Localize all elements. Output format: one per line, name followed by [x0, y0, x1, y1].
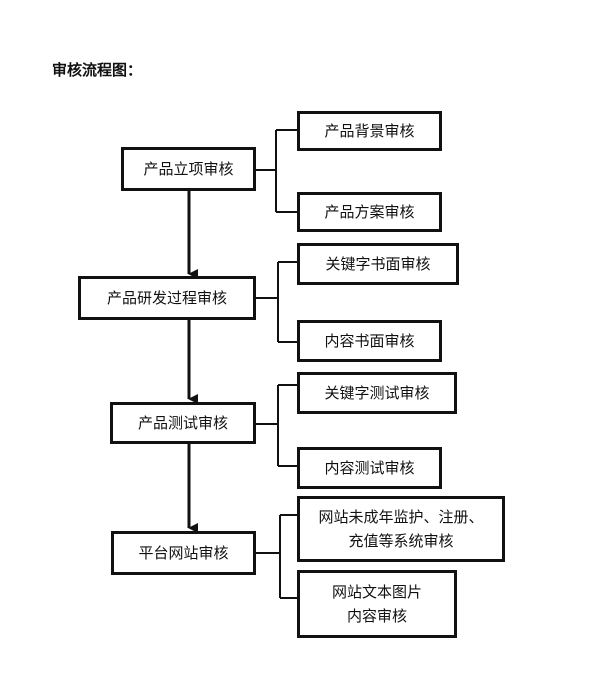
stage-box-1: 产品立项审核 — [121, 147, 256, 191]
branch-stage3 — [256, 384, 298, 467]
child-box-4b: 网站文本图片 内容审核 — [297, 570, 457, 638]
child-label: 产品背景审核 — [324, 122, 415, 140]
child-label: 内容测试审核 — [324, 459, 415, 477]
child-label: 内容书面审核 — [324, 332, 415, 350]
child-label-line1: 网站文本图片 — [331, 583, 422, 601]
stage-label: 产品测试审核 — [137, 414, 228, 432]
stage-label: 产品立项审核 — [143, 160, 234, 178]
child-label-line2: 充值等系统审核 — [348, 532, 454, 550]
child-box-2a: 关键字书面审核 — [297, 243, 459, 285]
stage-label: 平台网站审核 — [138, 544, 229, 562]
child-label-line1: 网站未成年监护、注册、 — [318, 508, 484, 526]
child-box-1b: 产品方案审核 — [297, 192, 442, 232]
child-label: 关键字测试审核 — [324, 384, 430, 402]
child-label: 关键字书面审核 — [325, 255, 431, 273]
child-box-3a: 关键字测试审核 — [297, 372, 457, 414]
branch-stage4 — [256, 514, 298, 599]
stage-box-2: 产品研发过程审核 — [78, 276, 256, 320]
child-box-4a: 网站未成年监护、注册、 充值等系统审核 — [297, 496, 505, 562]
stage-box-4: 平台网站审核 — [111, 531, 256, 575]
branch-stage1 — [256, 129, 298, 213]
child-box-1a: 产品背景审核 — [297, 111, 442, 151]
stage-label: 产品研发过程审核 — [106, 289, 227, 307]
child-box-3b: 内容测试审核 — [297, 447, 442, 489]
branch-stage2 — [256, 261, 298, 343]
diagram-title: 审核流程图： — [52, 61, 143, 79]
child-label-line2: 内容审核 — [346, 607, 407, 625]
child-label: 产品方案审核 — [324, 203, 415, 221]
stage-box-3: 产品测试审核 — [110, 402, 256, 444]
child-box-2b: 内容书面审核 — [297, 320, 442, 362]
